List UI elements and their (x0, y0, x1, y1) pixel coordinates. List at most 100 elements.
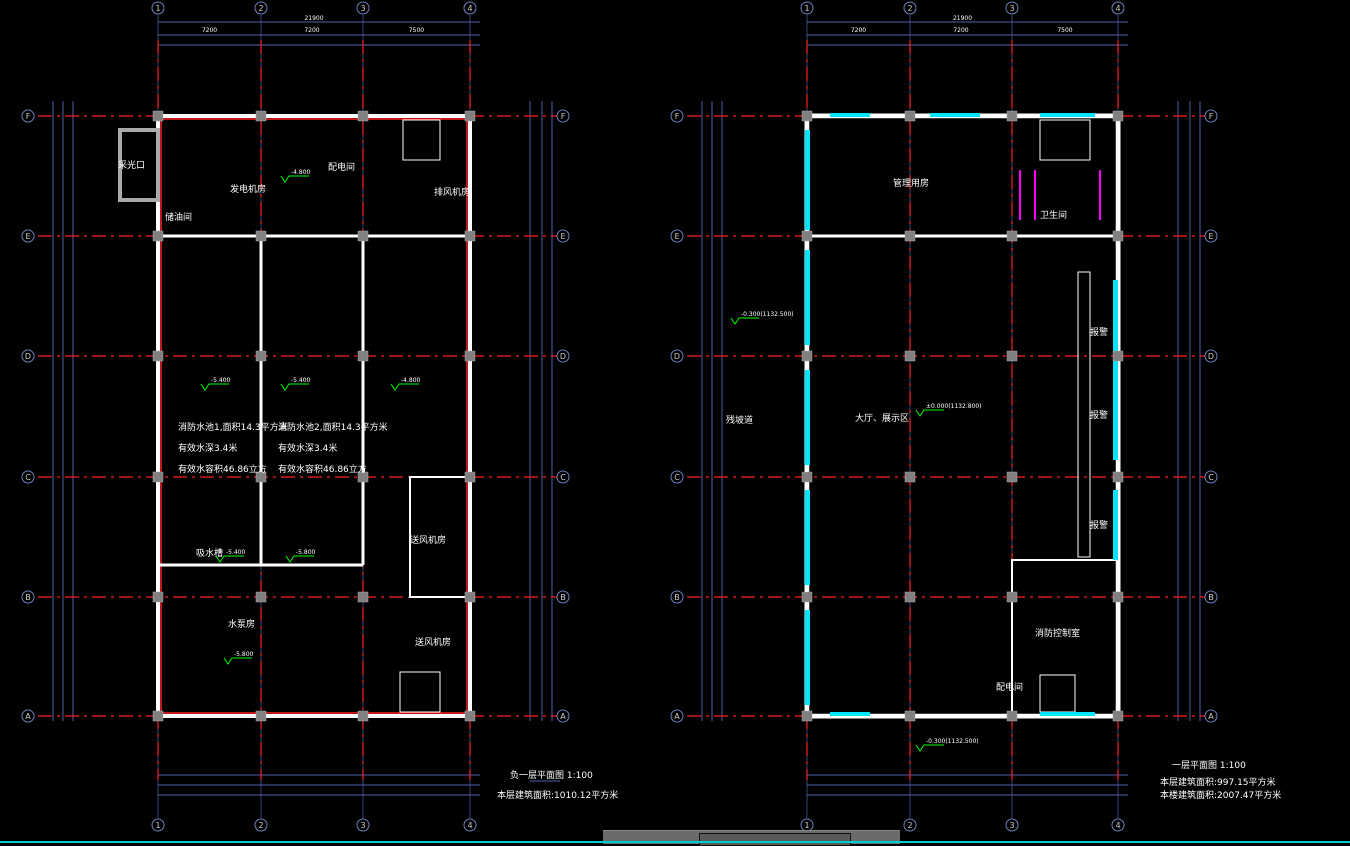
axis-label: 2 (258, 4, 263, 13)
axis-bubble (21, 470, 35, 484)
axis-label: C (1208, 473, 1214, 482)
axis-label: 4 (467, 821, 472, 830)
structural-column (1112, 471, 1124, 483)
room-label: 消防水池2,面积14.3平方米 (278, 421, 388, 433)
structural-column (255, 710, 267, 722)
axis-bubble (1204, 709, 1218, 723)
axis-bubble (556, 590, 570, 604)
status-input-box[interactable] (699, 833, 851, 846)
structural-column (255, 471, 267, 483)
axis-bubble (463, 818, 477, 832)
structural-column (255, 230, 267, 242)
dimension-text: 7500 (409, 27, 424, 34)
window (830, 712, 870, 716)
dimension-text: 7200 (851, 27, 866, 34)
room-label: 管理用房 (893, 177, 929, 189)
axis-bubble (670, 349, 684, 363)
axis-label: A (560, 712, 566, 721)
axis-label: E (25, 232, 30, 241)
axis-label: B (674, 593, 680, 602)
axis-label: 3 (360, 4, 365, 13)
dimension-total: 21900 (953, 15, 972, 22)
viewport-border (0, 841, 1350, 843)
room-label: 有效水容积46.86立方 (278, 463, 367, 475)
room-label: 配电间 (996, 681, 1023, 693)
level-text: -5.400 (226, 549, 246, 556)
room-label: 吸水槽 (196, 547, 223, 559)
level-text: -0.300(1132.500) (741, 311, 794, 318)
room-label: 有效水容积46.86立方 (178, 463, 267, 475)
axis-label: F (26, 112, 31, 121)
structural-column (152, 591, 164, 603)
window (1113, 280, 1118, 460)
level-text: -5.400 (291, 377, 311, 384)
axis-bubble (21, 590, 35, 604)
room-label: 残坡道 (726, 414, 753, 426)
level-marker (730, 317, 759, 325)
level-marker (280, 383, 309, 391)
area-note: 本层建筑面积:1010.12平方米 (497, 789, 618, 801)
axis-bubble (556, 109, 570, 123)
axis-bubble (670, 229, 684, 243)
axis-label: 3 (1009, 821, 1014, 830)
window (1040, 712, 1095, 716)
wall-inner (160, 118, 468, 714)
structural-column (904, 710, 916, 722)
drawing-title: 负一层平面图 1:100 (510, 769, 593, 781)
dimension-text: 7200 (304, 27, 319, 34)
light-well (118, 128, 160, 202)
structural-column (255, 591, 267, 603)
structural-column (357, 471, 369, 483)
axis-bubble (1005, 818, 1019, 832)
structural-column (152, 230, 164, 242)
axis-label: 3 (1009, 4, 1014, 13)
axis-label: B (25, 593, 31, 602)
axis-label: D (674, 352, 680, 361)
room-label: 卫生间 (1040, 209, 1067, 221)
level-text: ±0.000(1132.800) (926, 403, 982, 410)
axis-label: 4 (467, 4, 472, 13)
level-text: -0.300(1132.500) (926, 738, 979, 745)
axis-label: E (674, 232, 679, 241)
axis-bubble (1111, 818, 1125, 832)
structural-column (1006, 230, 1018, 242)
structural-column (1006, 350, 1018, 362)
structural-column (152, 471, 164, 483)
structural-column (1112, 230, 1124, 242)
structural-column (801, 110, 813, 122)
level-marker (223, 657, 252, 665)
axis-label: F (561, 112, 566, 121)
structural-column (904, 110, 916, 122)
axis-label: A (25, 712, 31, 721)
axis-bubble (254, 818, 268, 832)
exterior-wall (804, 113, 1121, 719)
structural-column (904, 230, 916, 242)
structural-column (255, 110, 267, 122)
stair (1039, 119, 1091, 161)
level-text: -5.800 (234, 651, 254, 658)
structural-column (801, 591, 813, 603)
axis-bubble (670, 709, 684, 723)
structural-column (1006, 710, 1018, 722)
axis-label: F (1209, 112, 1214, 121)
room-label: 报警 (1090, 409, 1108, 421)
structural-column (801, 710, 813, 722)
axis-label: 1 (155, 821, 160, 830)
axis-bubble (1204, 229, 1218, 243)
dimension-total: 21900 (304, 15, 323, 22)
axis-label: 2 (258, 821, 263, 830)
window (930, 113, 980, 117)
axis-label: B (1208, 593, 1214, 602)
axis-bubble (21, 709, 35, 723)
structural-column (357, 230, 369, 242)
structural-column (1112, 591, 1124, 603)
axis-label: A (674, 712, 680, 721)
plan-ground (670, 1, 1218, 832)
structural-column (904, 350, 916, 362)
level-marker (915, 744, 944, 752)
axis-label: F (675, 112, 680, 121)
room-label: 有效水深3.4米 (278, 442, 337, 454)
axis-bubble (556, 709, 570, 723)
axis-bubble (556, 349, 570, 363)
